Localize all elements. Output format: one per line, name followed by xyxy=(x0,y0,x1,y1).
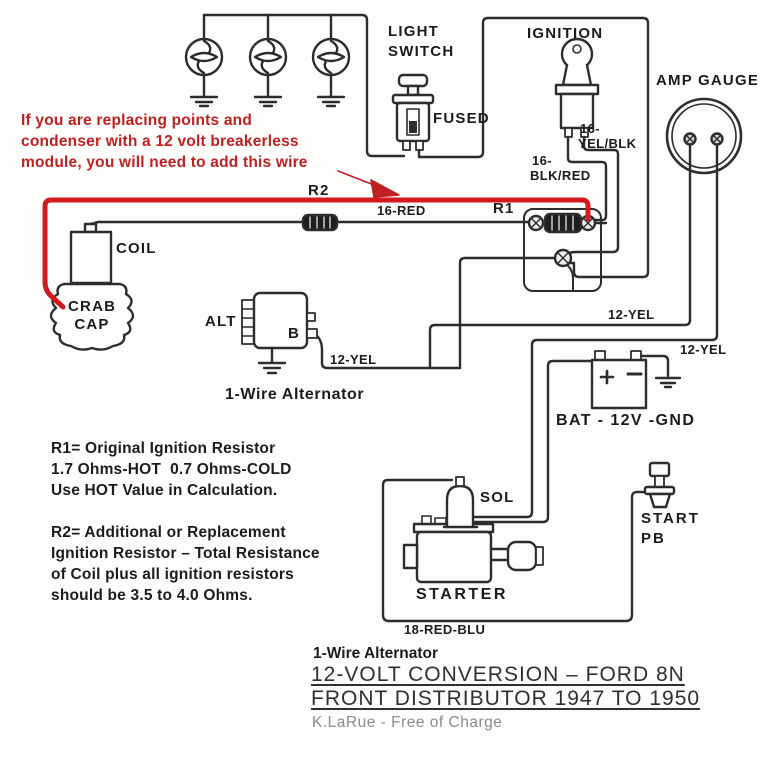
label-wire-16-blk-red-line1: 16- xyxy=(532,153,552,168)
label-r1: R1 xyxy=(493,200,515,217)
wire-red-module xyxy=(42,197,591,310)
terminal-block xyxy=(523,208,602,292)
note-r2-line2: Ignition Resistor – Total Resistance xyxy=(51,545,320,562)
red-arrow-icon xyxy=(337,170,400,198)
note-r1-line1: R1= Original Ignition Resistor xyxy=(51,440,276,457)
note-r2-line3: of Coil plus all ignition resistors xyxy=(51,566,294,583)
amp-gauge-icon xyxy=(665,97,743,175)
wire-lightswitch-feed xyxy=(417,16,650,279)
distributor-cap-icon xyxy=(49,282,135,351)
label-wire-16-yel-blk-line2: YEL/BLK xyxy=(578,136,637,151)
label-start-pb-line1: START xyxy=(641,510,700,527)
label-r2: R2 xyxy=(308,182,330,199)
headlight-bus-wire xyxy=(202,13,406,158)
ignition-switch-icon xyxy=(554,37,600,138)
wire-18-red-blu xyxy=(381,478,648,623)
module-note-line3: module, you will need to add this wire xyxy=(21,154,308,171)
battery-icon xyxy=(590,350,648,410)
label-wire-18-red-blu: 18-RED-BLU xyxy=(404,622,486,637)
label-battery: BAT - 12V -GND xyxy=(556,412,696,429)
title-line2: FRONT DISTRIBUTOR 1947 TO 1950 xyxy=(311,687,701,710)
wire-battery-solenoid xyxy=(472,359,597,524)
resistor-r1-icon xyxy=(527,212,608,234)
label-alt-b-terminal: B xyxy=(288,325,301,342)
module-note-line2: condenser with a 12 volt breakerless xyxy=(21,133,299,150)
module-note-line1: If you are replacing points and xyxy=(21,112,252,129)
label-alt: ALT xyxy=(205,313,237,330)
note-r2-line4: should be 3.5 to 4.0 Ohms. xyxy=(51,587,253,604)
label-start-pb-line2: PB xyxy=(641,530,666,547)
bulb-icon xyxy=(248,37,288,108)
light-switch-icon xyxy=(391,73,435,151)
title-line1: 12-VOLT CONVERSION – FORD 8N xyxy=(311,663,685,686)
ground-icon xyxy=(654,376,682,389)
label-wire-16-blk-red-line2: BLK/RED xyxy=(530,168,591,183)
wire-12-yel-alternator xyxy=(314,333,462,370)
title-credit: K.LaRue - Free of Charge xyxy=(312,714,503,731)
bulb-icon xyxy=(184,37,224,108)
wire-battery-ground xyxy=(639,354,670,378)
bulb-icon xyxy=(311,37,351,108)
note-r2-line1: R2= Additional or Replacement xyxy=(51,524,286,541)
label-sol: SOL xyxy=(480,489,515,506)
wire-12-yel-terminal-block xyxy=(458,256,558,370)
label-one-wire-alternator: 1-Wire Alternator xyxy=(225,386,365,403)
solenoid-icon xyxy=(442,476,479,529)
label-light-switch-line1: LIGHT xyxy=(388,23,439,40)
label-crab-cap-line1: CRAB xyxy=(68,298,117,315)
label-wire-16-yel-blk-line1: 16- xyxy=(580,121,600,136)
wire-12-yel-gauge-left xyxy=(428,143,692,370)
alternator-icon xyxy=(241,291,318,375)
label-ignition: IGNITION xyxy=(527,25,604,42)
label-wire-16-red: 16-RED xyxy=(377,203,426,218)
label-crab-cap-line2: CAP xyxy=(74,316,110,333)
label-light-switch-line2: SWITCH xyxy=(388,43,455,60)
label-fused: FUSED xyxy=(433,110,490,127)
wire-16-yel-blk xyxy=(566,135,620,259)
start-pushbutton-icon xyxy=(643,461,676,509)
resistor-r2-icon xyxy=(301,213,339,232)
label-starter: STARTER xyxy=(416,586,508,603)
note-r1-line3: Use HOT Value in Calculation. xyxy=(51,482,278,499)
label-wire-12-yel-gauge: 12-YEL xyxy=(680,342,727,357)
label-wire-12-yel-alt: 12-YEL xyxy=(330,352,377,367)
wire-16-blk-red xyxy=(566,135,608,222)
label-coil: COIL xyxy=(116,240,157,257)
wire-12-yel-gauge-right xyxy=(472,143,719,519)
coil-icon xyxy=(69,222,113,285)
label-amp-gauge: AMP GAUGE xyxy=(656,72,760,89)
note-r1-line2: 1.7 Ohms-HOT 0.7 Ohms-COLD xyxy=(51,461,292,478)
title-subtitle: 1-Wire Alternator xyxy=(313,645,439,662)
terminal-screw-icon xyxy=(553,248,573,268)
label-wire-12-yel-block: 12-YEL xyxy=(608,307,655,322)
